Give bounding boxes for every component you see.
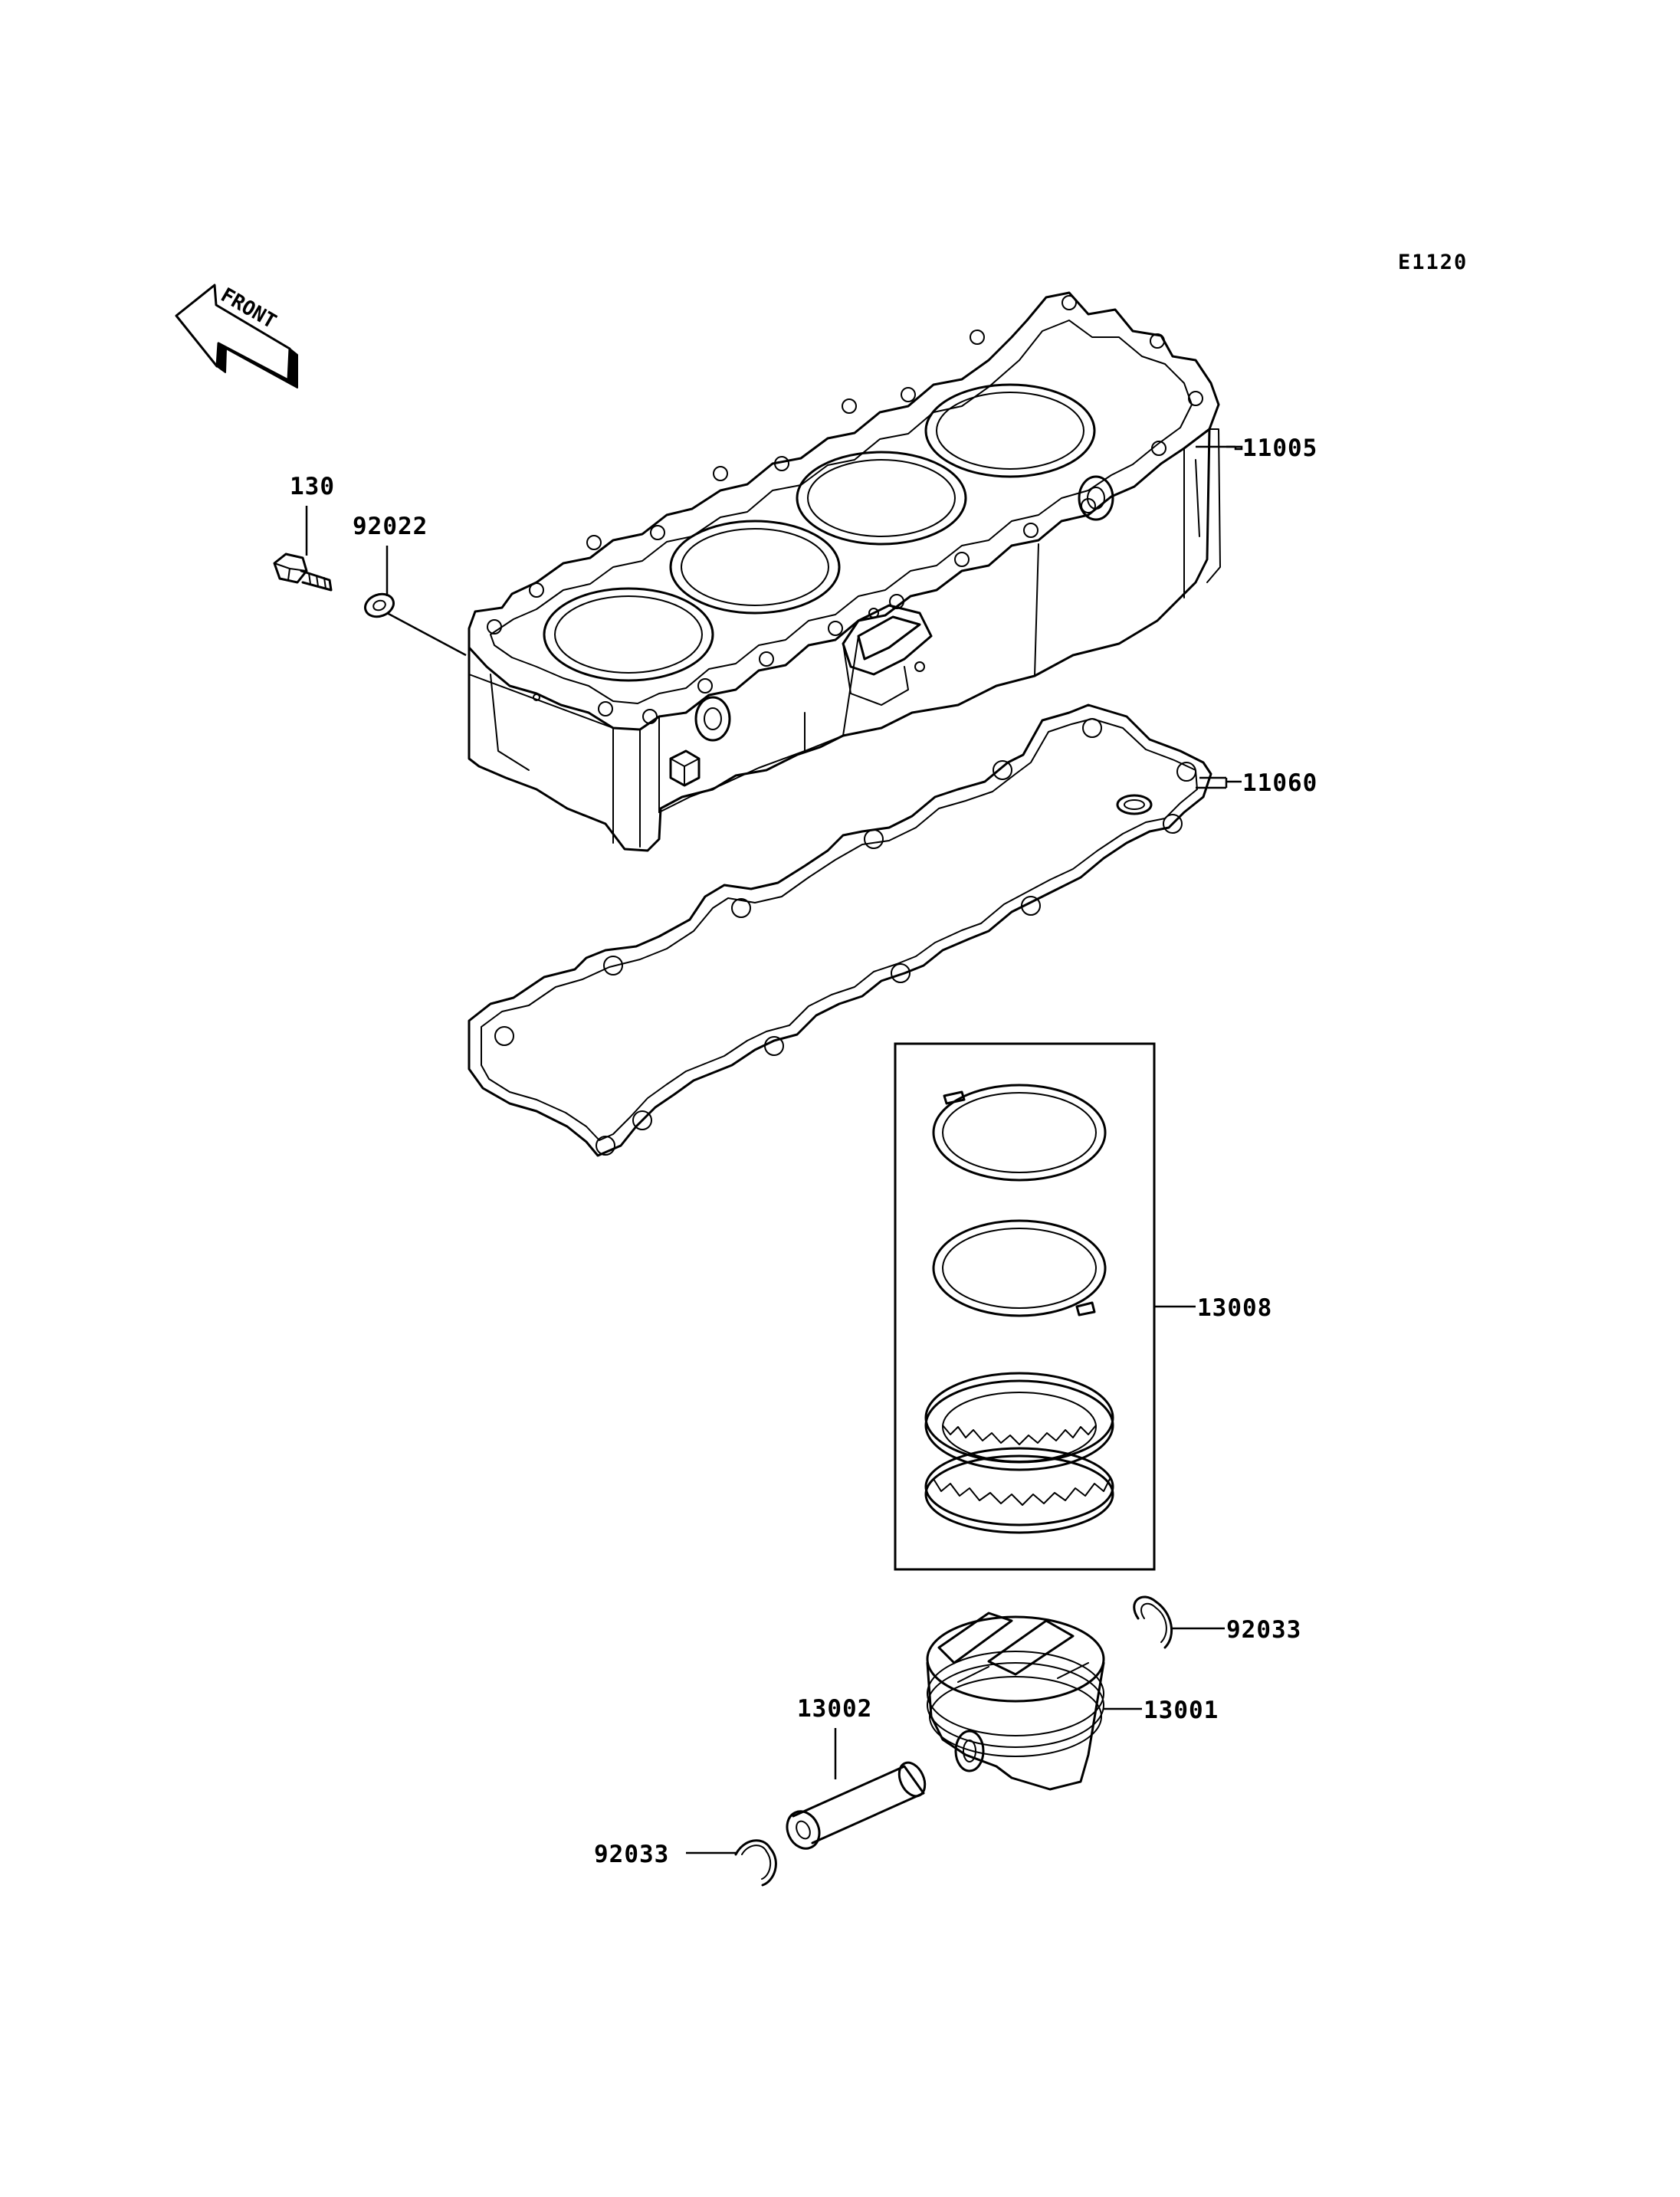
label-11060: 11060 (1242, 769, 1317, 797)
piston (926, 1612, 1142, 1791)
label-13008: 13008 (1197, 1294, 1272, 1322)
label-92033-right: 92033 (1226, 1616, 1301, 1644)
label-130: 130 (290, 473, 335, 500)
diagram-code: E1120 (1398, 251, 1468, 274)
washer-92022 (364, 546, 467, 657)
base-gasket (468, 703, 1242, 1157)
label-92022: 92022 (353, 513, 428, 540)
label-11005: 11005 (1242, 434, 1317, 462)
label-92033-left: 92033 (594, 1841, 669, 1868)
label-13002: 13002 (797, 1695, 872, 1723)
piston-pin (786, 1728, 927, 1850)
bolt-130 (273, 506, 333, 592)
snap-ring-left (686, 1839, 777, 1887)
cylinder-block (468, 291, 1243, 852)
piston-ring-set (894, 1042, 1196, 1571)
snap-ring-right (1133, 1595, 1225, 1649)
front-arrow-icon: FRONT (175, 284, 298, 389)
label-13001: 13001 (1144, 1697, 1219, 1724)
